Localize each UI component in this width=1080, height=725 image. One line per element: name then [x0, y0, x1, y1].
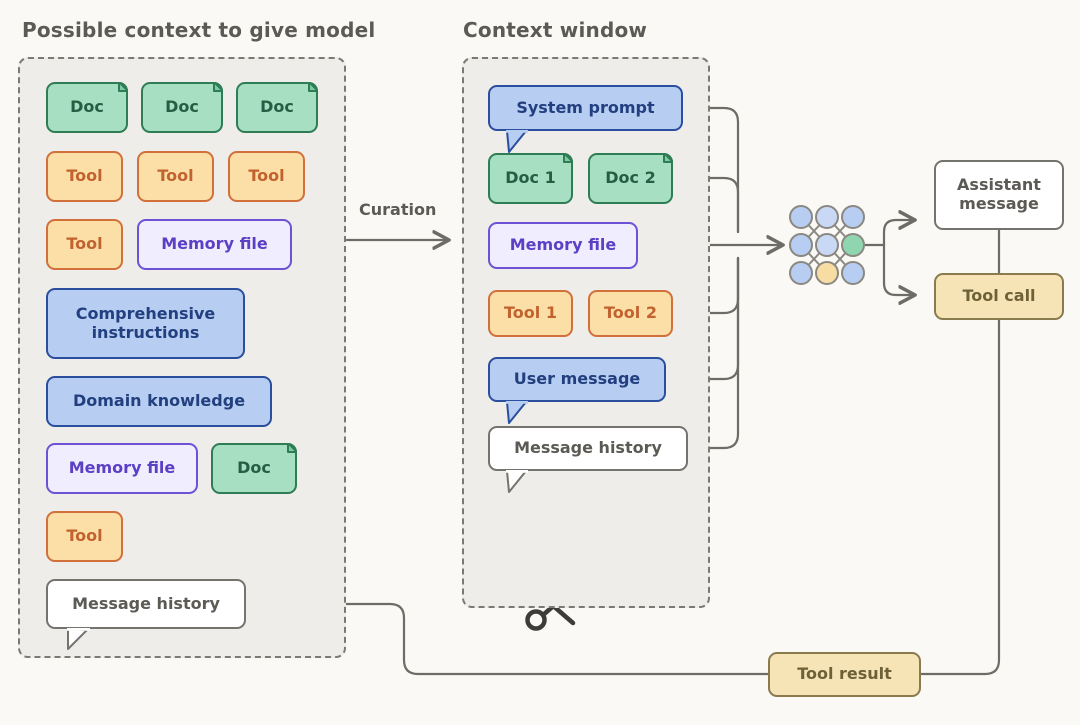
left-tool-2[interactable]: Tool: [137, 151, 214, 202]
context-doc-1[interactable]: Doc 1: [488, 153, 573, 204]
context-tool-1-label: Tool 1: [504, 303, 557, 323]
context-doc-2-label: Doc 2: [605, 168, 656, 188]
left-tool-2-label: Tool: [157, 166, 194, 186]
domain-knowledge-label: Domain knowledge: [72, 391, 246, 411]
context-tool-2[interactable]: Tool 2: [588, 290, 673, 337]
context-message-history-label: Message history: [514, 438, 662, 458]
left-memory-file-2[interactable]: Memory file: [46, 443, 198, 494]
left-tool-3-label: Tool: [248, 166, 285, 186]
right-column-title: Context window: [463, 18, 648, 42]
left-tool-1-label: Tool: [66, 166, 103, 186]
user-message[interactable]: User message: [488, 357, 666, 424]
context-doc-2[interactable]: Doc 2: [588, 153, 673, 204]
doc-fold-corner-icon: [213, 82, 223, 92]
left-doc-1[interactable]: Doc: [46, 82, 128, 133]
user-message-label: User message: [513, 369, 641, 389]
tool-call-box[interactable]: Tool call: [934, 273, 1064, 320]
left-tool-4-label: Tool: [66, 234, 103, 254]
left-memory-file-1[interactable]: Memory file: [137, 219, 292, 270]
left-doc-3-label: Doc: [260, 97, 294, 117]
context-tool-2-label: Tool 2: [604, 303, 657, 323]
context-memory-file-label: Memory file: [509, 235, 617, 255]
left-memory-file-1-label: Memory file: [161, 234, 268, 254]
left-column-title: Possible context to give model: [22, 18, 376, 42]
doc-fold-corner-icon: [308, 82, 318, 92]
doc-fold-corner-icon: [118, 82, 128, 92]
left-tool-3[interactable]: Tool: [228, 151, 305, 202]
tool-call-label: Tool call: [962, 286, 1036, 306]
left-doc-4-label: Doc: [237, 458, 271, 478]
system-prompt-label: System prompt: [516, 97, 655, 117]
context-doc-1-label: Doc 1: [505, 168, 556, 188]
left-doc-3[interactable]: Doc: [236, 82, 318, 133]
neural-network-icon: [789, 205, 865, 285]
assistant-message-box[interactable]: Assistant message: [934, 160, 1064, 230]
left-doc-2-label: Doc: [165, 97, 199, 117]
context-memory-file[interactable]: Memory file: [488, 222, 638, 269]
tool-result-label: Tool result: [797, 664, 892, 684]
tool-result-box[interactable]: Tool result: [768, 652, 921, 697]
left-tool-1[interactable]: Tool: [46, 151, 123, 202]
comprehensive-instructions-label: Comprehensive instructions: [75, 303, 216, 342]
left-doc-2[interactable]: Doc: [141, 82, 223, 133]
left-tool-5-label: Tool: [66, 526, 103, 546]
left-tool-4[interactable]: Tool: [46, 219, 123, 270]
context-tool-1[interactable]: Tool 1: [488, 290, 573, 337]
left-message-history[interactable]: Message history: [46, 579, 246, 650]
comprehensive-instructions[interactable]: Comprehensive instructions: [46, 288, 245, 359]
domain-knowledge[interactable]: Domain knowledge: [46, 376, 272, 427]
left-doc-1-label: Doc: [70, 97, 104, 117]
curation-label: Curation: [359, 200, 437, 219]
system-prompt[interactable]: System prompt: [488, 85, 683, 153]
left-memory-file-2-label: Memory file: [68, 458, 176, 478]
left-message-history-label: Message history: [72, 593, 220, 613]
context-message-history[interactable]: Message history: [488, 426, 688, 493]
assistant-message-label: Assistant message: [957, 175, 1041, 213]
left-doc-4[interactable]: Doc: [211, 443, 297, 494]
left-tool-5[interactable]: Tool: [46, 511, 123, 562]
doc-fold-corner-icon: [287, 443, 297, 453]
